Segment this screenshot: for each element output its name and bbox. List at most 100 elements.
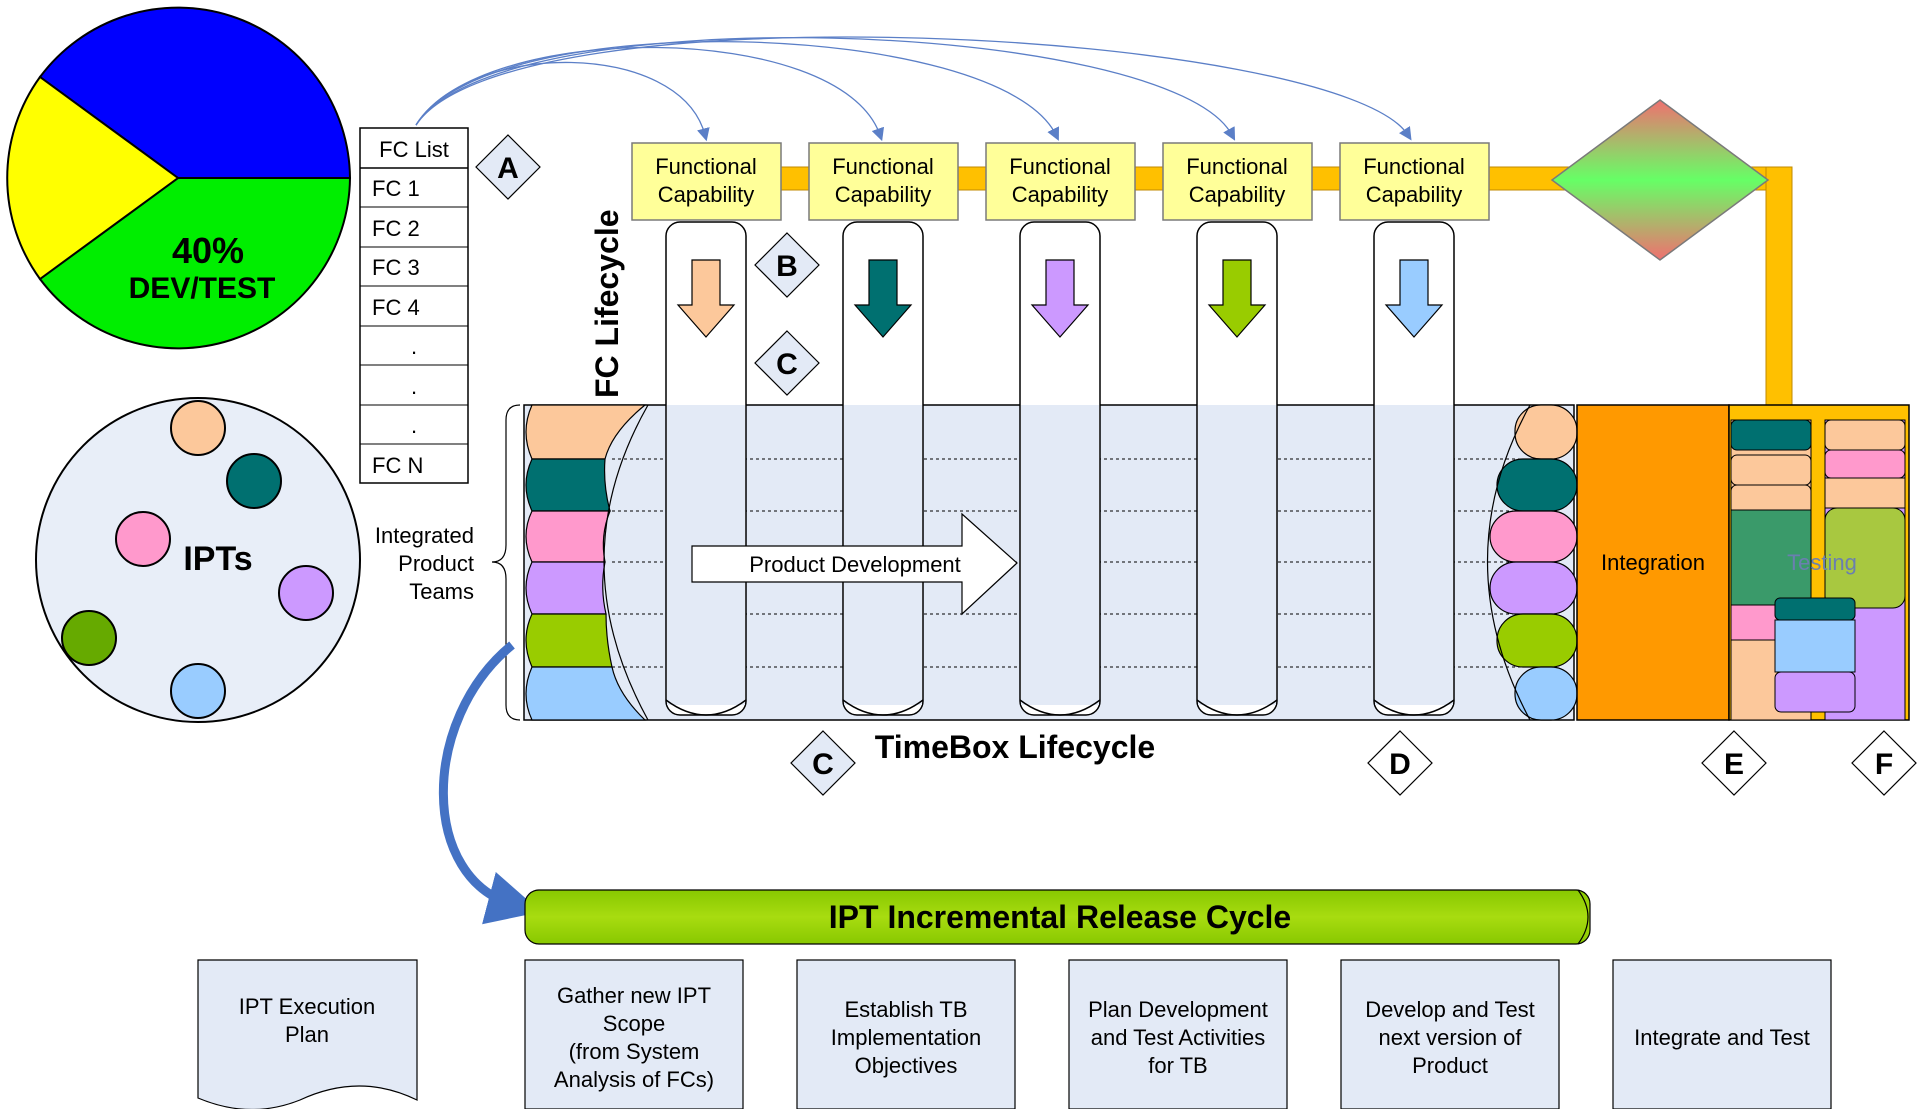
ipts-title: IPTs bbox=[183, 540, 252, 578]
ipt-dot-teal bbox=[226, 453, 282, 509]
fc-box bbox=[808, 142, 959, 221]
product-development-label: Product Development bbox=[749, 552, 961, 577]
fc-arrow-5 bbox=[1384, 259, 1444, 338]
fc-box-line1: Functional bbox=[1363, 154, 1465, 179]
fc-list-item: . bbox=[411, 374, 417, 399]
fc-arrow-2 bbox=[853, 259, 913, 338]
step-text: Product bbox=[1412, 1053, 1488, 1078]
svg-text:B: B bbox=[776, 250, 798, 283]
team-label-group: Integrated Product Teams bbox=[375, 404, 521, 721]
ipt-dot-pink bbox=[115, 511, 171, 567]
fc-boxes: Functional Capability Functional Capabil… bbox=[631, 142, 1490, 221]
fc-box bbox=[1339, 142, 1490, 221]
marker-e: E bbox=[1701, 730, 1767, 796]
fc-list-item: FC 3 bbox=[372, 255, 420, 280]
step-text: Analysis of FCs) bbox=[554, 1067, 714, 1092]
team-label-line3: Teams bbox=[409, 579, 474, 604]
fc-box-line1: Functional bbox=[1009, 154, 1111, 179]
fc-box-line2: Capability bbox=[1366, 182, 1463, 207]
svg-text:A: A bbox=[497, 152, 519, 185]
step-text: Establish TB bbox=[844, 997, 967, 1022]
fc-down-arrows bbox=[676, 259, 1444, 338]
marker-b: B bbox=[754, 232, 820, 298]
right-curve bbox=[1487, 404, 1531, 721]
fc-box-line2: Capability bbox=[1012, 182, 1109, 207]
fc-box-line1: Functional bbox=[655, 154, 757, 179]
step-box bbox=[1068, 959, 1288, 1109]
fc-box-line1: Functional bbox=[832, 154, 934, 179]
fc-box-line2: Capability bbox=[835, 182, 932, 207]
fc-box-line2: Capability bbox=[1189, 182, 1286, 207]
marker-d: D bbox=[1367, 730, 1433, 796]
marker-f: F bbox=[1851, 730, 1917, 796]
step-text: Plan Development bbox=[1088, 997, 1268, 1022]
step-text: Objectives bbox=[855, 1053, 958, 1078]
step-box bbox=[1340, 959, 1560, 1109]
step-box bbox=[1612, 959, 1832, 1109]
pie-label: DEV/TEST bbox=[129, 272, 276, 305]
step-text: Gather new IPT bbox=[557, 983, 711, 1008]
pie-slice-green bbox=[38, 177, 352, 350]
step-text: (from System bbox=[569, 1039, 700, 1064]
step-text: Develop and Test bbox=[1365, 997, 1535, 1022]
markers: A B C C D E F bbox=[475, 134, 1917, 796]
svg-text:C: C bbox=[812, 748, 834, 781]
release-cycle-tube: IPT Incremental Release Cycle bbox=[524, 889, 1591, 945]
testing-block bbox=[1728, 404, 1910, 721]
fc-list-item: FC 1 bbox=[372, 176, 420, 201]
product-development-arrow: Product Development bbox=[691, 512, 1018, 616]
step-text: Implementation bbox=[831, 1025, 981, 1050]
right-lanes bbox=[1489, 404, 1578, 721]
release-cycle-label: IPT Incremental Release Cycle bbox=[829, 899, 1291, 935]
step-text: Plan bbox=[285, 1022, 329, 1047]
fc-connectors bbox=[415, 36, 1412, 142]
step-box-execution-plan bbox=[197, 959, 418, 1109]
fc-list-item: FC N bbox=[372, 453, 423, 478]
fc-arrow-1 bbox=[676, 259, 736, 338]
integration-label: Integration bbox=[1601, 550, 1705, 575]
step-text: next version of bbox=[1378, 1025, 1522, 1050]
fc-list-header: FC List bbox=[379, 137, 449, 162]
fc-list-item: FC 4 bbox=[372, 295, 420, 320]
step-text: Scope bbox=[603, 1011, 665, 1036]
marker-a: A bbox=[475, 134, 541, 200]
ipt-dot-blue bbox=[170, 663, 226, 719]
ipt-dot-peach bbox=[170, 400, 226, 456]
fc-tube-bottoms bbox=[665, 699, 1455, 716]
step-text: Integrate and Test bbox=[1634, 1025, 1810, 1050]
step-text: for TB bbox=[1148, 1053, 1208, 1078]
fc-list-item: . bbox=[411, 334, 417, 359]
marker-c-lower: C bbox=[790, 730, 856, 796]
timebox-label: TimeBox Lifecycle bbox=[875, 729, 1155, 765]
svg-text:F: F bbox=[1875, 748, 1893, 781]
fc-box-line2: Capability bbox=[658, 182, 755, 207]
svg-text:D: D bbox=[1389, 748, 1411, 781]
step-box bbox=[524, 959, 744, 1109]
release-cycle-arrow bbox=[438, 641, 542, 925]
testing-label: Testing bbox=[1787, 550, 1857, 575]
ipts-group: IPTs bbox=[35, 397, 361, 723]
marker-c-upper: C bbox=[754, 330, 820, 396]
svg-text:E: E bbox=[1724, 748, 1744, 781]
fc-box bbox=[985, 142, 1136, 221]
fc-arrow-4 bbox=[1207, 259, 1267, 338]
left-curve bbox=[603, 404, 649, 721]
left-lanes bbox=[525, 404, 647, 721]
ipt-dot-purple bbox=[278, 565, 334, 621]
fc-box-line1: Functional bbox=[1186, 154, 1288, 179]
fc-box bbox=[631, 142, 782, 221]
svg-text:C: C bbox=[776, 348, 798, 381]
pie-slice-yellow bbox=[6, 75, 180, 281]
team-brace bbox=[491, 404, 521, 721]
decision-diamond bbox=[1550, 99, 1770, 261]
fc-list-item: FC 2 bbox=[372, 216, 420, 241]
team-label-line2: Product bbox=[398, 551, 474, 576]
team-label-line1: Integrated bbox=[375, 523, 474, 548]
step-text: and Test Activities bbox=[1091, 1025, 1265, 1050]
pie-slice-blue bbox=[38, 6, 352, 179]
fc-arrow-3 bbox=[1030, 259, 1090, 338]
pie-percent: 40% bbox=[172, 230, 244, 271]
ipt-dot-green bbox=[61, 610, 117, 666]
pie-chart: 40% DEV/TEST bbox=[6, 6, 352, 350]
